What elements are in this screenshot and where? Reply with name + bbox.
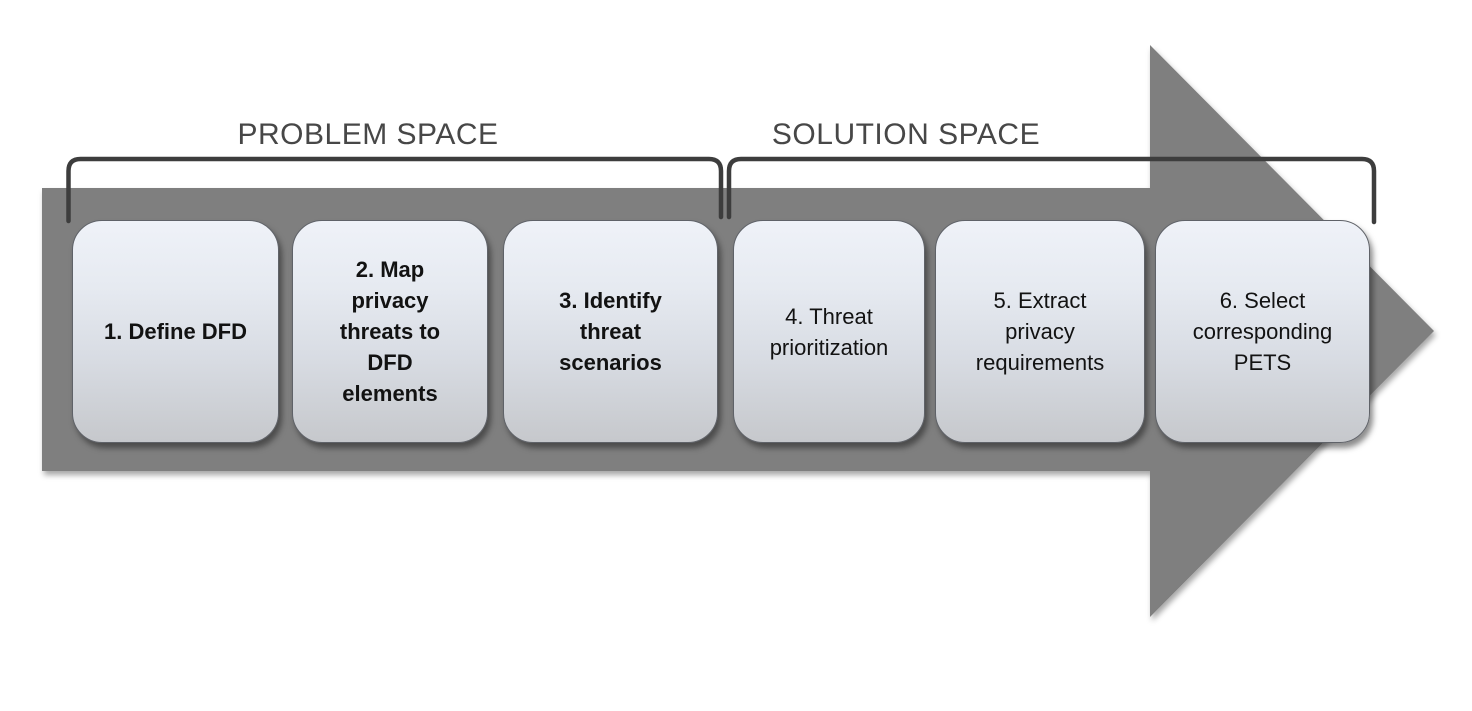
step-box-map-privacy-threats: 2. Map privacy threats to DFD elements bbox=[292, 220, 488, 443]
solution-space-bracket bbox=[726, 156, 1377, 225]
problem-space-bracket bbox=[66, 156, 724, 224]
solution-space-label: SOLUTION SPACE bbox=[771, 118, 1041, 151]
step-box-threat-prioritization: 4. Threat prioritization bbox=[733, 220, 925, 443]
step-label: 3. Identify threat scenarios bbox=[559, 288, 662, 375]
step-label: 5. Extract privacy requirements bbox=[975, 288, 1105, 375]
step-box-define-dfd: 1. Define DFD bbox=[72, 220, 279, 443]
step-label: 4. Threat prioritization bbox=[769, 303, 889, 360]
problem-space-label: PROBLEM SPACE bbox=[237, 118, 499, 151]
step-box-select-corresponding-pets: 6. Select corresponding PETS bbox=[1155, 220, 1370, 443]
step-label: 2. Map privacy threats to DFD elements bbox=[339, 257, 441, 406]
step-label: 6. Select corresponding PETS bbox=[1192, 288, 1333, 375]
step-label: 1. Define DFD bbox=[103, 319, 248, 344]
step-box-identify-threat-scenarios: 3. Identify threat scenarios bbox=[503, 220, 718, 443]
step-box-extract-privacy-requirements: 5. Extract privacy requirements bbox=[935, 220, 1145, 443]
